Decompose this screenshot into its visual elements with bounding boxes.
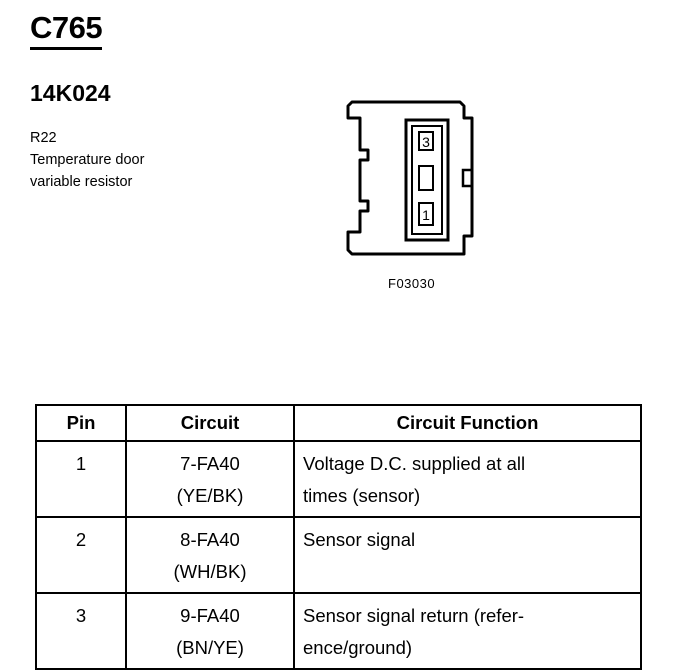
terminal-pin-2 (418, 165, 434, 191)
part-number: 14K024 (30, 80, 111, 106)
connector-id: C765 (30, 10, 103, 50)
function-text: times (sensor) (303, 485, 421, 506)
connector-description: R22 Temperature door variable resistor (30, 127, 144, 193)
circuit-number: 9-FA40 (180, 605, 240, 626)
function-cell: Sensor signal (293, 516, 642, 594)
circuit-number: 8-FA40 (180, 529, 240, 550)
terminal-pin-3 (418, 131, 434, 151)
function-text: ence/ground) (303, 637, 413, 658)
function-cell: Voltage D.C. supplied at all times (sens… (293, 440, 642, 518)
function-text: Sensor signal (303, 529, 416, 550)
table-row: 2 8-FA40 (WH/BK) Sensor signal (35, 516, 642, 594)
pin-cell: 2 (35, 516, 127, 594)
wire-color: (YE/BK) (176, 485, 244, 506)
table-header-row: Pin Circuit Circuit Function (35, 404, 642, 442)
circuit-cell: 9-FA40 (BN/YE) (125, 592, 295, 670)
pin-cell: 1 (35, 440, 127, 518)
header-pin: Pin (35, 404, 127, 442)
wire-color: (BN/YE) (176, 637, 244, 658)
wire-color: (WH/BK) (173, 561, 247, 582)
table-row: 3 9-FA40 (BN/YE) Sensor signal return (r… (35, 592, 642, 670)
pin-label-3: 3 (422, 134, 430, 150)
terminal-pin-1 (418, 202, 434, 226)
terminal-cavity-frame (404, 118, 450, 242)
pin-cell: 3 (35, 592, 127, 670)
figure-code: F03030 (388, 276, 436, 291)
circuit-number: 7-FA40 (180, 453, 240, 474)
description-line: R22 (30, 130, 57, 146)
function-text: Voltage D.C. supplied at all (303, 453, 526, 474)
circuit-cell: 7-FA40 (YE/BK) (125, 440, 295, 518)
function-cell: Sensor signal return (refer- ence/ground… (293, 592, 642, 670)
function-text: Sensor signal return (refer- (303, 605, 525, 626)
connector-housing (346, 100, 474, 256)
description-line: variable resistor (30, 174, 133, 190)
pin-table: Pin Circuit Circuit Function 1 7-FA40 (Y… (35, 404, 642, 670)
terminal-cavity-inner (411, 125, 443, 235)
housing-side-tab (461, 168, 472, 188)
connector-diagram: 3 1 (346, 100, 474, 256)
description-line: Temperature door (30, 152, 145, 168)
circuit-cell: 8-FA40 (WH/BK) (125, 516, 295, 594)
header-circuit-function: Circuit Function (293, 404, 642, 442)
table-row: 1 7-FA40 (YE/BK) Voltage D.C. supplied a… (35, 440, 642, 518)
pin-label-1: 1 (422, 207, 430, 223)
header-circuit: Circuit (125, 404, 295, 442)
